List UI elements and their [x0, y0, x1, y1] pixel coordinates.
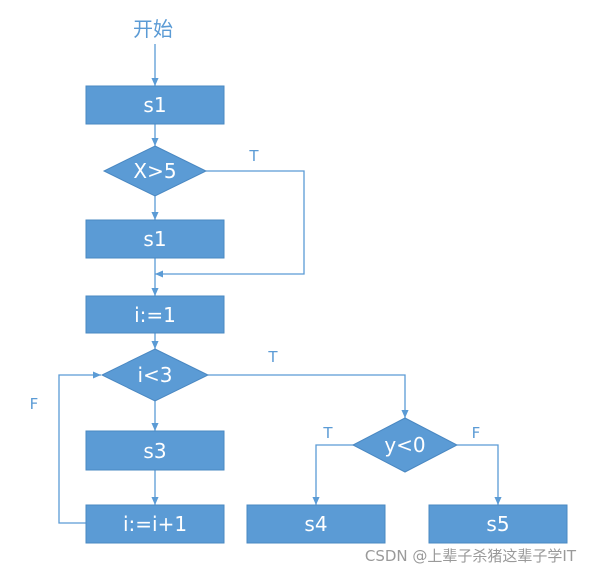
node-s3-label: s3 [143, 439, 166, 463]
decision-i: i<3 [100, 348, 210, 402]
node-s1-second-label: s1 [143, 227, 166, 251]
edge-condy-false [457, 444, 502, 505]
watermark: CSDN @上辈子杀猪这辈子学IT [365, 547, 577, 565]
node-s1-second: s1 [85, 219, 225, 259]
edge-condi-true [208, 374, 409, 418]
edge-condx-true [155, 170, 305, 278]
decision-y: y<0 [351, 417, 459, 473]
node-s1-first-label: s1 [143, 93, 166, 117]
label-y-false: F [472, 424, 481, 442]
edge-condy-true [312, 444, 355, 505]
node-s3: s3 [85, 430, 225, 471]
decision-x: X>5 [102, 145, 208, 197]
node-init-i-label: i:=1 [134, 303, 176, 327]
decision-y-label: y<0 [384, 433, 425, 457]
node-init-i: i:=1 [85, 295, 225, 334]
node-s1-first: s1 [85, 85, 225, 125]
label-x-true: T [248, 147, 259, 165]
decision-i-label: i<3 [137, 363, 172, 387]
label-i-true: T [267, 348, 278, 366]
node-inc-i-label: i:=i+1 [123, 512, 187, 536]
node-s5: s5 [428, 504, 568, 544]
node-s4-label: s4 [304, 512, 327, 536]
edges [58, 44, 502, 524]
label-y-true: T [322, 424, 333, 442]
node-s5-label: s5 [486, 512, 509, 536]
node-s4: s4 [246, 504, 386, 544]
node-inc-i: i:=i+1 [85, 504, 225, 544]
edge-loop-back [58, 371, 101, 524]
decision-x-label: X>5 [133, 159, 176, 183]
label-i-false: F [30, 395, 39, 413]
start-label: 开始 [133, 17, 173, 41]
